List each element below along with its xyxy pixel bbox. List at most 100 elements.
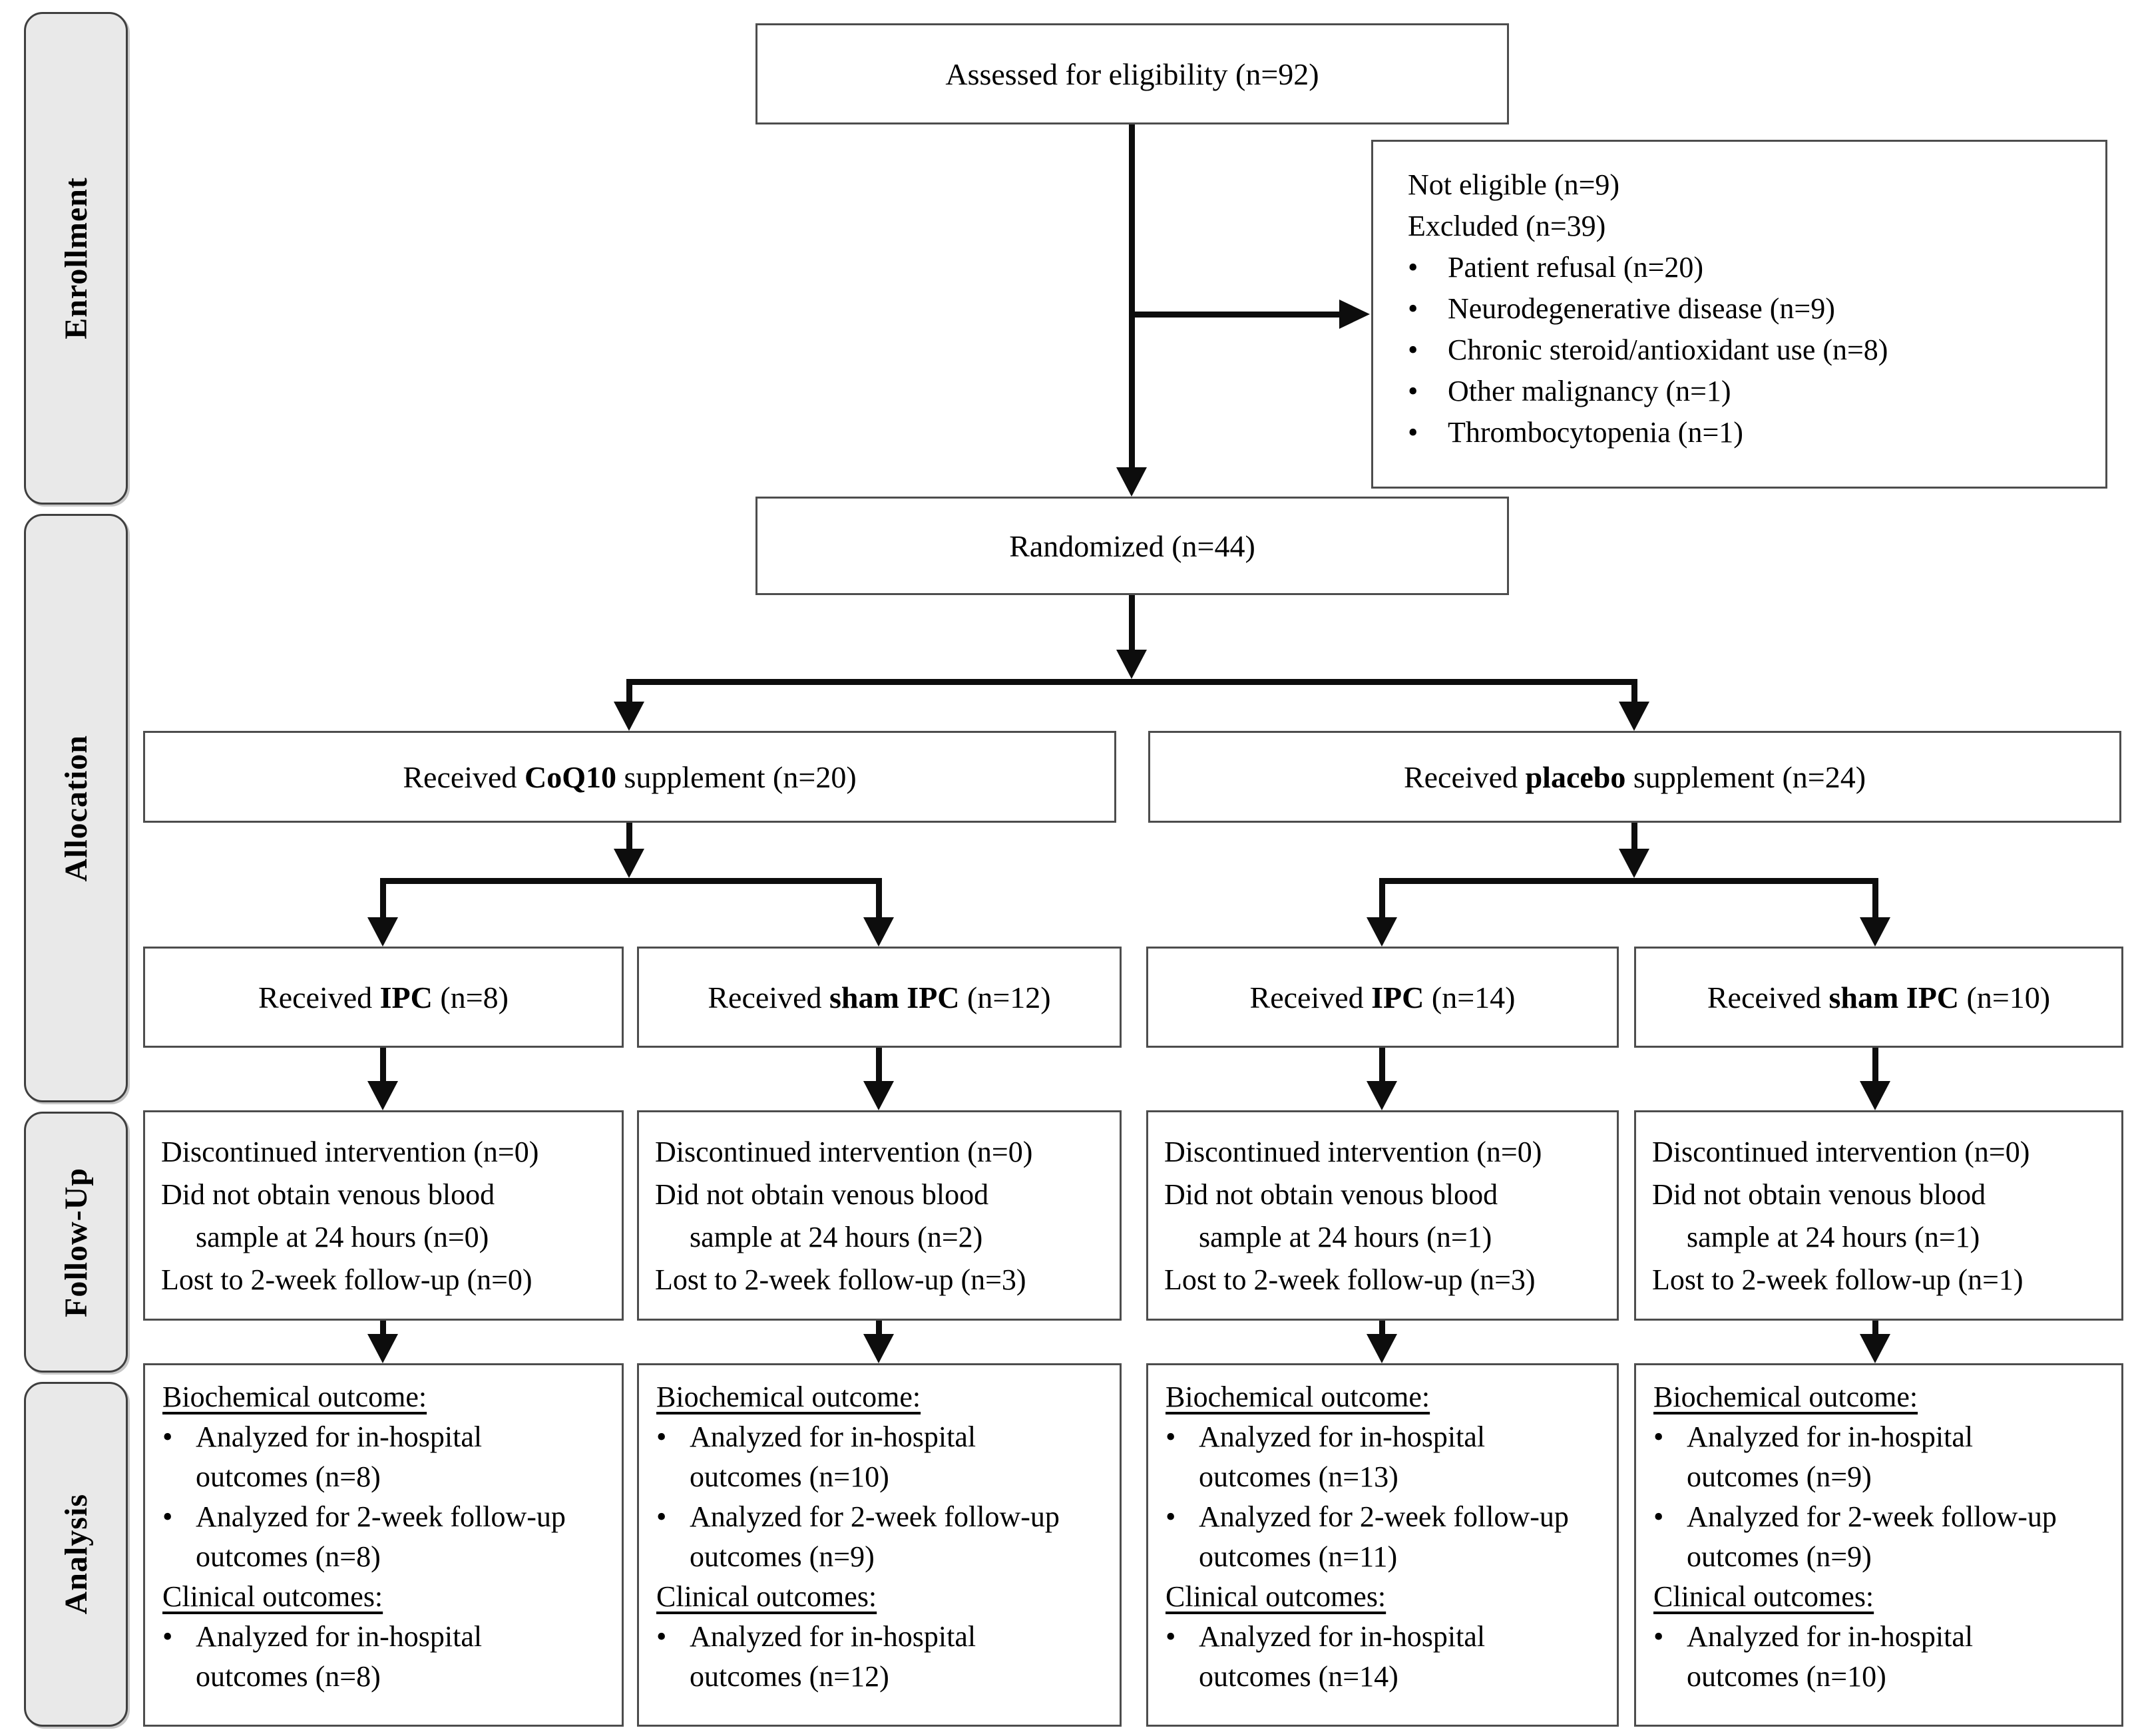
arrow-line-drop-left bbox=[626, 679, 632, 704]
bullet-icon: • bbox=[656, 1500, 667, 1533]
bullet-icon: • bbox=[1408, 375, 1418, 407]
randomized-text: Randomized (n=44) bbox=[1009, 529, 1255, 563]
analysis-heading: Biochemical outcome: bbox=[162, 1381, 427, 1413]
analysis-bullet-cont: outcomes (n=8) bbox=[196, 1540, 381, 1573]
box-randomized: Randomized (n=44) bbox=[755, 497, 1509, 595]
excluded-bullet-text: Other malignancy (n=1) bbox=[1448, 375, 1731, 407]
followup-line-indented: sample at 24 hours (n=0) bbox=[196, 1221, 489, 1253]
ipc-text: Received IPC (n=14) bbox=[1249, 980, 1516, 1014]
analysis-bullet-item: •Analyzed for in-hospital bbox=[656, 1617, 1114, 1657]
arrowhead-down-icon bbox=[1860, 1334, 1890, 1363]
analysis-bullet-item: •Analyzed for in-hospital bbox=[1166, 1617, 1611, 1657]
box-followup-coq10-ipc: Discontinued intervention (n=0) Did not … bbox=[143, 1110, 624, 1321]
box-placebo-ipc: Received IPC (n=14) bbox=[1146, 947, 1619, 1048]
box-followup-coq10-sham-ipc: Discontinued intervention (n=0) Did not … bbox=[637, 1110, 1122, 1321]
followup-line: Did not obtain venous blood bbox=[655, 1178, 989, 1211]
box-assessed-eligibility: Assessed for eligibility (n=92) bbox=[755, 23, 1509, 124]
arrow-line-drop-coq10-sham bbox=[876, 878, 882, 919]
stage-analysis: Analysis bbox=[24, 1382, 128, 1727]
arrowhead-down-icon bbox=[1860, 1081, 1890, 1110]
arrow-line-ipc-fu bbox=[876, 1048, 882, 1085]
stage-enrollment-label: Enrollment bbox=[58, 177, 94, 339]
ipc-text: Received sham IPC (n=12) bbox=[708, 980, 1051, 1014]
alloc-coq10-text: Received CoQ10 supplement (n=20) bbox=[403, 760, 857, 794]
stage-followup: Follow-Up bbox=[24, 1112, 128, 1373]
arrow-line-drop-right bbox=[1631, 679, 1637, 704]
bullet-icon: • bbox=[1166, 1620, 1176, 1653]
followup-line: Lost to 2-week follow-up (n=0) bbox=[161, 1263, 532, 1296]
analysis-bullet-item: •Analyzed for in-hospital bbox=[162, 1617, 616, 1657]
analysis-bullet-item: •Analyzed for 2-week follow-up bbox=[656, 1497, 1114, 1537]
bullet-icon: • bbox=[1408, 416, 1418, 449]
analysis-heading: Biochemical outcome: bbox=[1653, 1381, 1918, 1413]
box-coq10-sham-ipc: Received sham IPC (n=12) bbox=[637, 947, 1122, 1048]
bullet-icon: • bbox=[656, 1620, 667, 1653]
box-analysis-placebo-sham-ipc: Biochemical outcome: •Analyzed for in-ho… bbox=[1634, 1363, 2123, 1727]
split-line-coq10 bbox=[380, 878, 882, 884]
followup-line: Lost to 2-week follow-up (n=1) bbox=[1652, 1263, 2024, 1296]
box-placebo-sham-ipc: Received sham IPC (n=10) bbox=[1634, 947, 2123, 1048]
followup-line: Did not obtain venous blood bbox=[1164, 1178, 1498, 1211]
analysis-heading: Clinical outcomes: bbox=[1653, 1580, 1874, 1613]
analysis-bullet-cont: outcomes (n=14) bbox=[1199, 1660, 1398, 1693]
bullet-icon: • bbox=[1653, 1620, 1664, 1653]
excluded-bullet-item: • Thrombocytopenia (n=1) bbox=[1408, 412, 2093, 453]
arrowhead-down-icon bbox=[367, 1334, 398, 1363]
arrow-line-fu-analysis bbox=[380, 1321, 386, 1337]
box-analysis-coq10-sham-ipc: Biochemical outcome: •Analyzed for in-ho… bbox=[637, 1363, 1122, 1727]
arrowhead-down-icon bbox=[1367, 917, 1397, 947]
arrow-line-coq10-split bbox=[626, 823, 632, 851]
arrow-line-ipc-fu bbox=[380, 1048, 386, 1085]
stage-allocation-label: Allocation bbox=[58, 734, 94, 882]
box-analysis-coq10-ipc: Biochemical outcome: •Analyzed for in-ho… bbox=[143, 1363, 624, 1727]
stage-followup-label: Follow-Up bbox=[58, 1167, 94, 1317]
arrow-line-fu-analysis bbox=[1379, 1321, 1385, 1337]
followup-line-indented: sample at 24 hours (n=1) bbox=[1687, 1221, 1980, 1253]
box-excluded: Not eligible (n=9) Excluded (n=39) •Pati… bbox=[1371, 140, 2107, 489]
analysis-heading: Biochemical outcome: bbox=[1166, 1381, 1430, 1413]
box-followup-placebo-ipc: Discontinued intervention (n=0) Did not … bbox=[1146, 1110, 1619, 1321]
followup-line: Discontinued intervention (n=0) bbox=[655, 1136, 1033, 1168]
followup-line: Discontinued intervention (n=0) bbox=[161, 1136, 539, 1168]
arrowhead-down-icon bbox=[614, 849, 644, 878]
analysis-bullet-item: •Analyzed for 2-week follow-up bbox=[162, 1497, 616, 1537]
excluded-line: Not eligible (n=9) bbox=[1408, 168, 1620, 201]
followup-line: Did not obtain venous blood bbox=[161, 1178, 495, 1211]
arrowhead-down-icon bbox=[863, 917, 894, 947]
alloc-placebo-text: Received placebo supplement (n=24) bbox=[1403, 760, 1866, 794]
excluded-bullet-text: Neurodegenerative disease (n=9) bbox=[1448, 292, 1835, 325]
analysis-bullet-item: •Analyzed for 2-week follow-up bbox=[1653, 1497, 2116, 1537]
analysis-heading: Clinical outcomes: bbox=[1166, 1580, 1386, 1613]
analysis-bullet-cont: outcomes (n=8) bbox=[196, 1660, 381, 1693]
split-line-randomized bbox=[626, 679, 1637, 685]
assessed-text: Assessed for eligibility (n=92) bbox=[945, 57, 1319, 91]
followup-line-indented: sample at 24 hours (n=1) bbox=[1199, 1221, 1492, 1253]
analysis-bullet-cont: outcomes (n=13) bbox=[1199, 1460, 1398, 1493]
analysis-bullet-item: •Analyzed for in-hospital bbox=[1653, 1617, 2116, 1657]
arrow-line-drop-placebo-sham bbox=[1872, 878, 1878, 919]
analysis-bullet-cont: outcomes (n=10) bbox=[690, 1460, 889, 1493]
arrow-line-fu-analysis bbox=[876, 1321, 882, 1337]
analysis-bullet-cont: outcomes (n=12) bbox=[690, 1660, 889, 1693]
analysis-bullet-item: •Analyzed for 2-week follow-up bbox=[1166, 1497, 1611, 1537]
analysis-bullet-cont: outcomes (n=9) bbox=[1687, 1540, 1872, 1573]
arrowhead-down-icon bbox=[367, 1081, 398, 1110]
box-followup-placebo-sham-ipc: Discontinued intervention (n=0) Did not … bbox=[1634, 1110, 2123, 1321]
box-received-coq10: Received CoQ10 supplement (n=20) bbox=[143, 731, 1116, 823]
analysis-heading: Clinical outcomes: bbox=[656, 1580, 877, 1613]
excluded-bullet-item: •Neurodegenerative disease (n=9) bbox=[1408, 288, 2093, 329]
split-line-placebo bbox=[1379, 878, 1878, 884]
arrowhead-down-icon bbox=[1116, 650, 1147, 679]
bullet-icon: • bbox=[162, 1620, 173, 1653]
ipc-text: Received IPC (n=8) bbox=[258, 980, 509, 1014]
analysis-heading: Biochemical outcome: bbox=[656, 1381, 921, 1413]
excluded-bullet-item: •Chronic steroid/antioxidant use (n=8) bbox=[1408, 329, 2093, 371]
bullet-icon: • bbox=[162, 1420, 173, 1453]
excluded-bullet-text: Thrombocytopenia (n=1) bbox=[1448, 416, 1743, 449]
arrowhead-down-icon bbox=[614, 702, 644, 731]
analysis-bullet-item: •Analyzed for in-hospital bbox=[656, 1417, 1114, 1457]
followup-line-indented: sample at 24 hours (n=2) bbox=[690, 1221, 983, 1253]
arrow-line-drop-placebo-ipc bbox=[1379, 878, 1385, 919]
bullet-icon: • bbox=[1653, 1500, 1664, 1533]
